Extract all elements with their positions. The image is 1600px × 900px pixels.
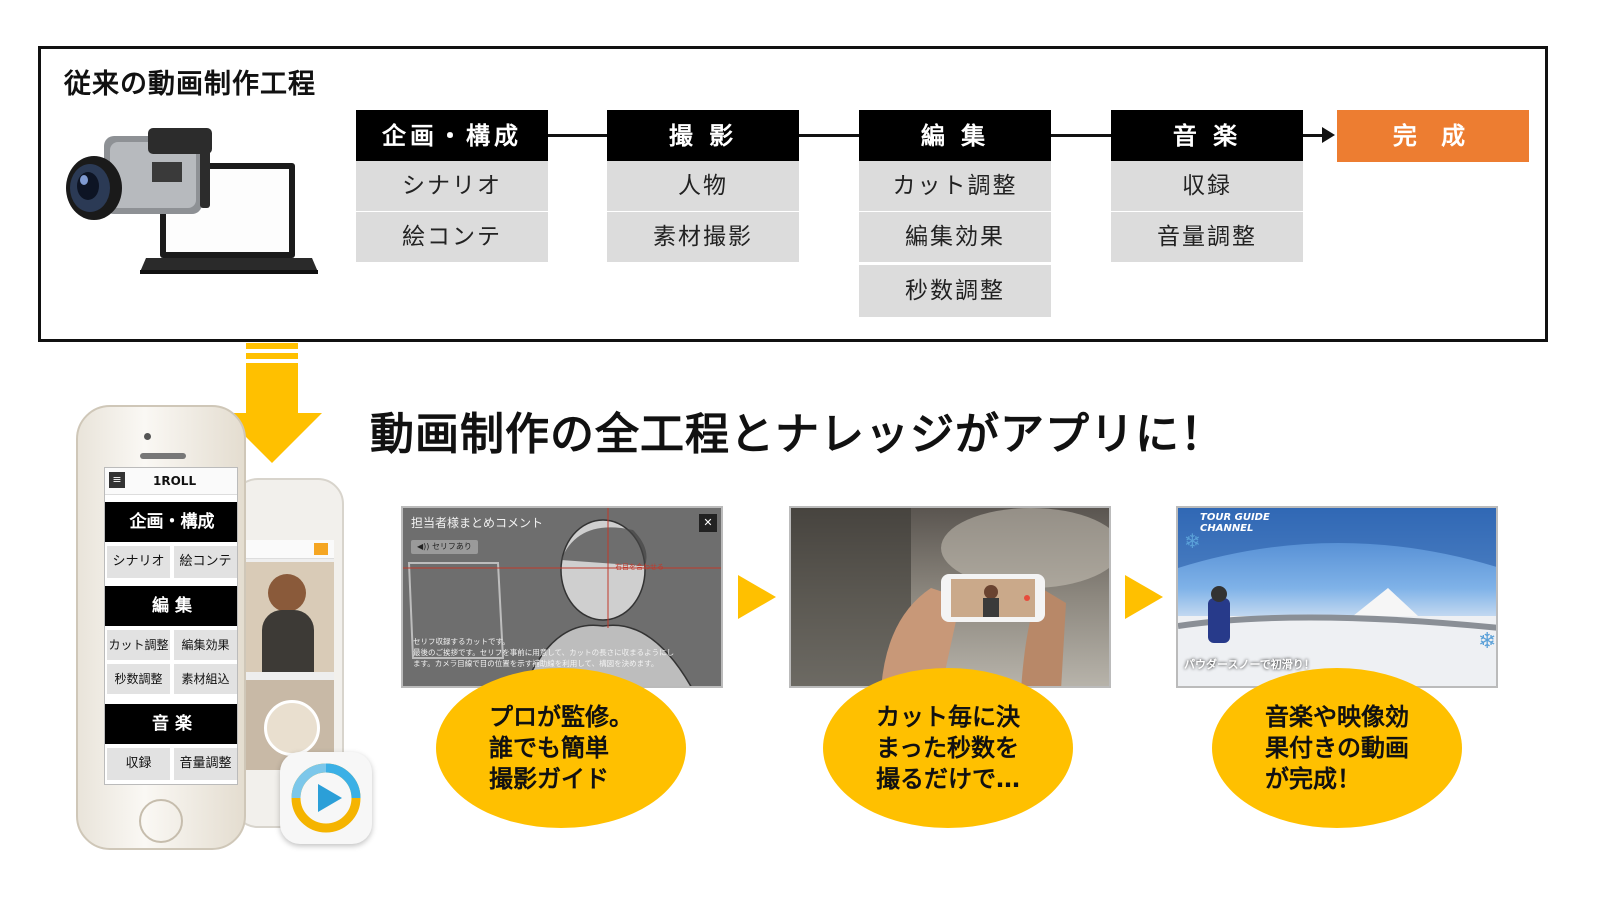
svg-text:❄: ❄ — [1184, 529, 1201, 553]
feature-bubble-guide: プロが監修。 誰でも簡単 撮影ガイド — [436, 668, 686, 828]
stage-head-planning: 企画・構成 — [356, 110, 548, 162]
step-arrow-icon — [738, 575, 776, 619]
stage-item: シナリオ — [356, 161, 548, 211]
stage-head-shooting: 撮 影 — [607, 110, 799, 162]
guide-caption: セリフ収録するカットです。 最後のご挨拶です。セリフを事前に用意して、カットの長… — [413, 637, 675, 668]
storyboard-sketch — [403, 508, 721, 686]
channel-logo: TOUR GUIDE CHANNEL — [1200, 512, 1270, 534]
phone-screen: ≡ 1ROLL 企画・構成 シナリオ 絵コンテ 編 集 カット調整 編集効果 秒… — [104, 467, 238, 785]
headline: 動画制作の全工程とナレッジがアプリに！ — [370, 409, 1225, 460]
phone-cell: 音量調整 — [174, 748, 237, 780]
process-title: 従来の動画制作工程 — [64, 69, 316, 100]
phone-cell: 絵コンテ — [174, 546, 237, 578]
stage-item: 秒数調整 — [859, 265, 1051, 317]
stage-item: 絵コンテ — [356, 212, 548, 262]
bubble-text: カット毎に決 まった秒数を 撮るだけで… — [876, 702, 1020, 793]
feature-bubble-complete: 音楽や映像効 果付きの動画 が完成！ — [1212, 668, 1462, 828]
phone-front: ≡ 1ROLL 企画・構成 シナリオ 絵コンテ 編 集 カット調整 編集効果 秒… — [76, 405, 246, 850]
guide-note: 右目を合わせる — [615, 563, 664, 571]
down-arrow-icon — [222, 343, 322, 463]
bubble-text: プロが監修。 誰でも簡単 撮影ガイド — [489, 702, 633, 793]
feature-bubble-shoot: カット毎に決 まった秒数を 撮るだけで… — [823, 668, 1073, 828]
stage-item: 収録 — [1111, 161, 1303, 211]
phone-back — [232, 478, 344, 828]
video-caption: パウダースノーで初滑り！ — [1184, 658, 1315, 671]
app-icon — [280, 752, 372, 844]
phone-section-head: 編 集 — [105, 586, 237, 626]
stage-item: 編集効果 — [859, 212, 1051, 262]
phone-cell: 素材組込 — [174, 664, 237, 694]
app-logo: 1ROLL — [153, 474, 197, 488]
camera-laptop-illustration — [60, 118, 320, 278]
phone-cell: 収録 — [107, 748, 170, 780]
stage-item: 素材撮影 — [607, 212, 799, 262]
home-button — [139, 799, 183, 843]
stage-item: 音量調整 — [1111, 212, 1303, 262]
camcorder-icon — [66, 128, 318, 274]
guide-header: 担当者様まとめコメント — [411, 516, 544, 530]
connector-line — [548, 134, 607, 137]
voice-tag-label: セリフあり — [431, 542, 472, 551]
phone-cell: 編集効果 — [174, 630, 237, 660]
stage-item: カット調整 — [859, 161, 1051, 211]
step-arrow-icon — [1125, 575, 1163, 619]
phone-cell: カット調整 — [107, 630, 170, 660]
phone-cell: シナリオ — [107, 546, 170, 578]
voice-tag: ◀)) セリフあり — [411, 540, 478, 554]
phone-section-head: 音 楽 — [105, 704, 237, 744]
snow-scene: ❄ ❄ — [1178, 508, 1496, 686]
arrow-line — [1303, 134, 1325, 137]
stage-item: 人物 — [607, 161, 799, 211]
connector-line — [799, 134, 859, 137]
bubble-text: 音楽や映像効 果付きの動画 が完成！ — [1265, 702, 1409, 793]
svg-text:❄: ❄ — [1478, 629, 1496, 654]
phone-section-head: 企画・構成 — [105, 502, 237, 542]
shooting-photo — [789, 506, 1111, 688]
menu-icon: ≡ — [109, 472, 125, 488]
guide-screen: 担当者様まとめコメント ✕ ◀)) セリフあり 右目を合わせる セリフ収録するカ… — [401, 506, 723, 688]
stage-head-editing: 編 集 — [859, 110, 1051, 162]
speaker-icon: ◀)) — [417, 542, 432, 551]
hands-phone-illustration — [791, 508, 1109, 686]
close-icon[interactable]: ✕ — [699, 514, 717, 532]
connector-line — [1051, 134, 1111, 137]
phone-cell: 秒数調整 — [107, 664, 170, 694]
process-box — [38, 46, 1548, 342]
finished-video: ❄ ❄ TOUR GUIDE CHANNEL パウダースノーで初滑り！ — [1176, 506, 1498, 688]
stage-head-music: 音 楽 — [1111, 110, 1303, 162]
arrow-head-icon — [1322, 127, 1335, 143]
stage-complete: 完 成 — [1337, 110, 1529, 162]
